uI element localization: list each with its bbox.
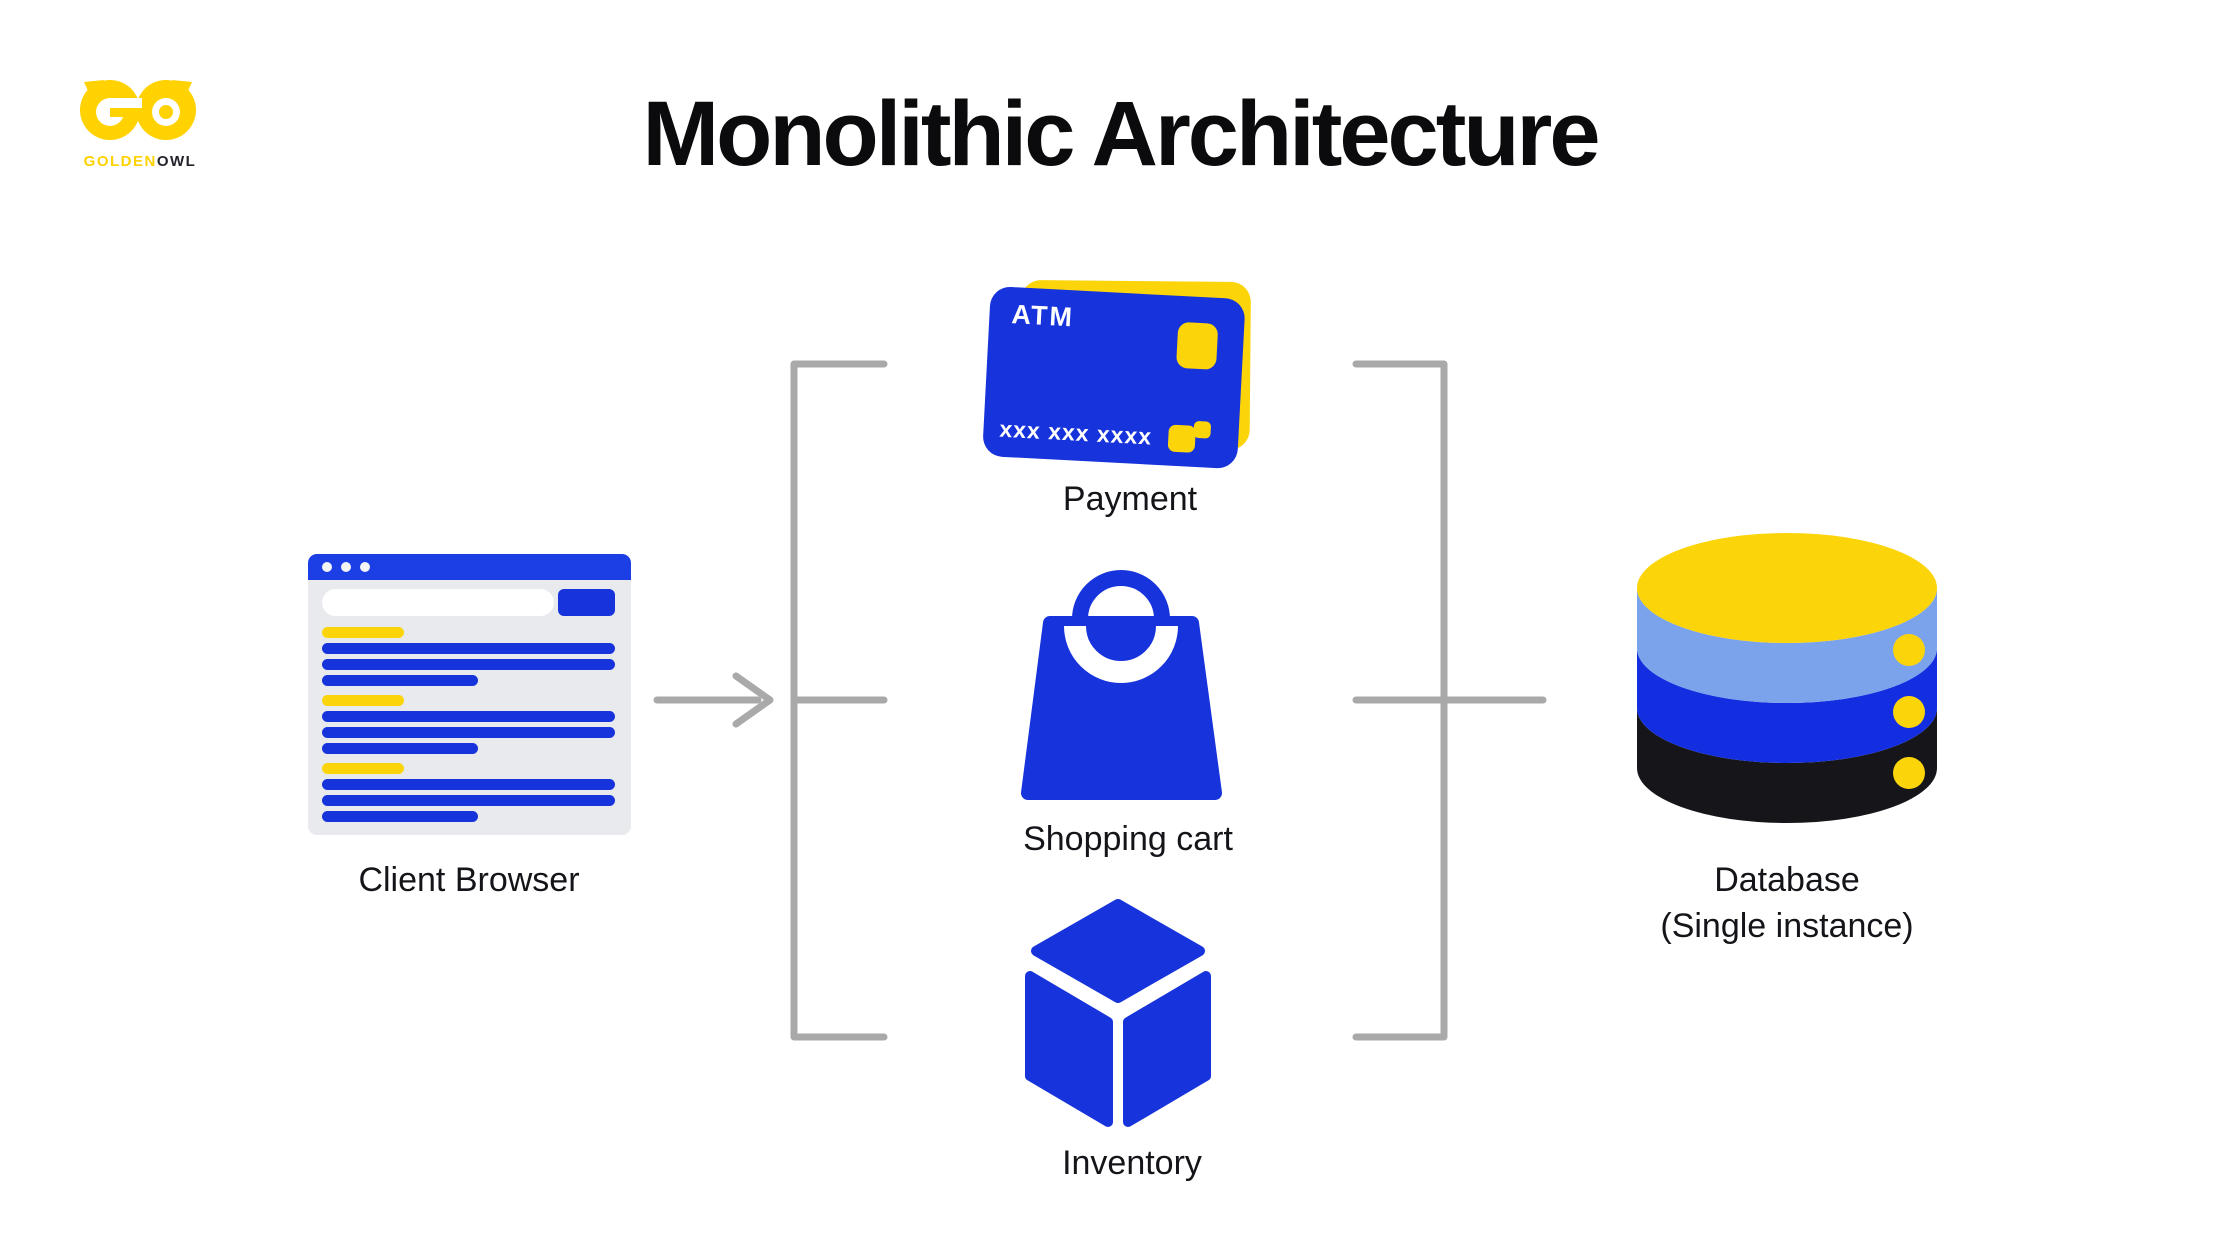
browser-address-bar (322, 589, 554, 616)
browser-content-bar (322, 659, 615, 670)
inventory-label: Inventory (1062, 1144, 1202, 1182)
database-label-line2: (Single instance) (1660, 907, 1914, 945)
browser-titlebar (308, 554, 631, 580)
logo-text-golden: GOLDEN (83, 153, 157, 170)
payment-label: Payment (1062, 480, 1198, 518)
logo-wordmark: GOLDENOWL (80, 153, 200, 170)
database-label: Database (Single instance) (1587, 857, 1987, 949)
payment-card-front: ATM xxx xxx xxxx (982, 286, 1246, 470)
database-label-line1: Database (1714, 861, 1860, 899)
card-square-big (1167, 424, 1196, 453)
browser-content-bar (322, 795, 615, 806)
browser-content-bar (322, 727, 615, 738)
browser-content-bar (322, 763, 404, 774)
card-contactless-icon (1167, 420, 1212, 454)
golden-owl-logo-icon (80, 74, 196, 140)
browser-content-bar (322, 779, 615, 790)
browser-content-bar (322, 695, 404, 706)
arrow-head-icon (732, 672, 774, 728)
browser-toolbar (322, 589, 615, 616)
database-icon (1637, 533, 1937, 823)
browser-content-bar (322, 643, 615, 654)
payment-card-illustration: ATM xxx xxx xxxx (982, 272, 1275, 477)
browser-content-bar (322, 711, 615, 722)
browser-content-bar (322, 675, 478, 686)
card-number-text: xxx xxx xxxx (998, 415, 1153, 450)
client-browser-illustration (308, 554, 631, 835)
card-brand-text: ATM (1010, 299, 1075, 333)
window-dot-icon (341, 562, 351, 572)
window-dot-icon (360, 562, 370, 572)
browser-content-bar (322, 743, 478, 754)
browser-content-bar (322, 811, 478, 822)
logo-text-owl: OWL (156, 153, 197, 170)
card-square-small (1193, 420, 1212, 439)
shopping-cart-label: Shopping cart (1023, 820, 1233, 858)
window-dot-icon (322, 562, 332, 572)
golden-owl-logo: GOLDENOWL (80, 74, 204, 170)
browser-content (322, 627, 615, 822)
shopping-bag-icon (1021, 570, 1222, 800)
browser-content-bar (322, 627, 404, 638)
page-title: Monolithic Architecture (642, 83, 1601, 185)
client-browser-label: Client Browser (358, 861, 580, 899)
browser-go-button (558, 589, 615, 616)
card-chip-icon (1175, 321, 1219, 370)
inventory-box-icon (1025, 899, 1211, 1127)
